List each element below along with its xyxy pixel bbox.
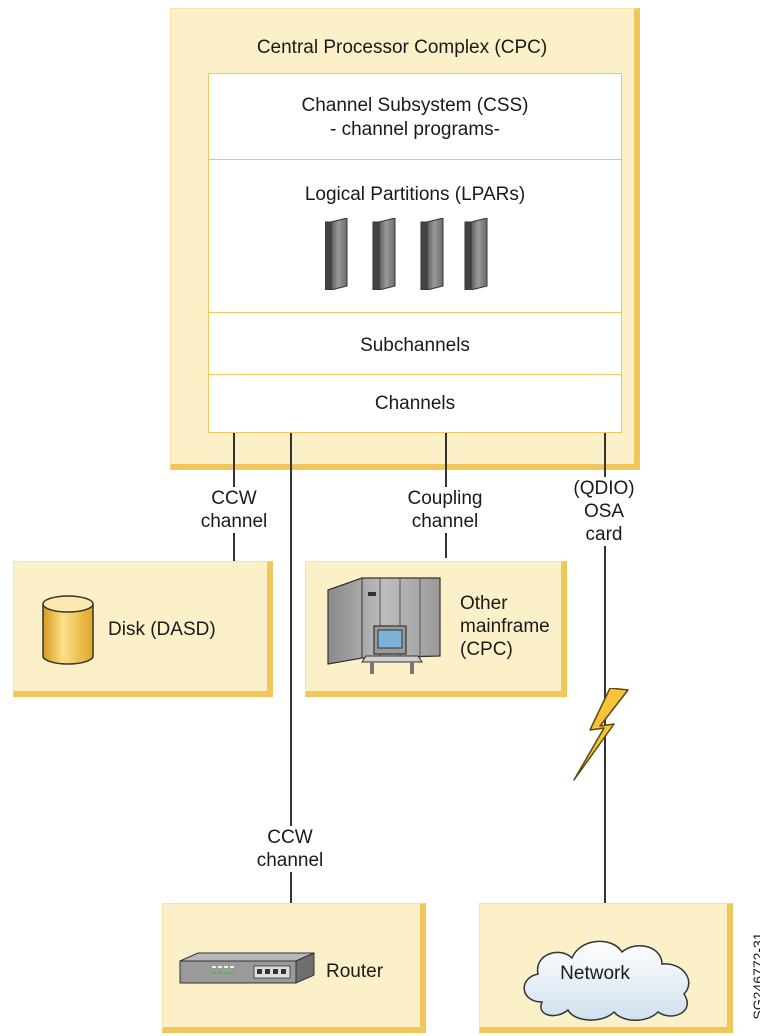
- lpar-icon: [420, 218, 444, 290]
- divider: [209, 312, 621, 313]
- ccw-label-line2: channel: [256, 850, 324, 871]
- ccw-channel-label-bottom: CCW channel: [246, 826, 334, 872]
- ccw-label-line2: channel: [200, 511, 268, 532]
- mainframe-label-line3: (CPC): [460, 639, 513, 660]
- osa-card-label: (QDIO) OSA card: [556, 477, 652, 546]
- ccw-label-line1: CCW: [211, 488, 257, 509]
- divider: [209, 159, 621, 160]
- coupling-channel-label: Coupling channel: [393, 487, 497, 533]
- coupling-label-line1: Coupling: [407, 488, 483, 509]
- disk-label: Disk (DASD): [108, 619, 216, 640]
- mainframe-label: Other mainframe (CPC): [460, 592, 560, 661]
- lightning-icon: [573, 688, 629, 781]
- ccw-label-line1: CCW: [267, 827, 313, 848]
- channels-label: Channels: [374, 393, 456, 414]
- router-label: Router: [326, 961, 384, 982]
- lpar-icon: [464, 218, 488, 290]
- figure-id: SG246772-31: [750, 932, 760, 1020]
- ccw-connector-router: [290, 433, 292, 905]
- subchannels-label: Subchannels: [360, 335, 470, 356]
- mainframe-label-line1: Other: [460, 593, 508, 614]
- css-label-line1: Channel Subsystem (CSS): [301, 95, 529, 116]
- cpc-title: Central Processor Complex (CPC): [256, 37, 548, 58]
- disk-icon: [42, 595, 94, 665]
- osa-label-line3: card: [585, 524, 623, 545]
- ccw-channel-label-top: CCW channel: [190, 487, 278, 533]
- network-label: Network: [560, 963, 630, 984]
- cloud-icon: [523, 940, 690, 1021]
- cpc-inner-panel: [208, 73, 622, 433]
- css-label-line2: - channel programs-: [329, 119, 501, 140]
- mainframe-icon: [327, 577, 441, 674]
- coupling-label-line2: channel: [411, 511, 479, 532]
- osa-label-line1: (QDIO): [573, 478, 635, 499]
- mainframe-label-line2: mainframe: [460, 616, 550, 637]
- lpar-icon: [372, 218, 396, 290]
- osa-connector: [604, 433, 606, 905]
- router-icon: [179, 952, 315, 984]
- lpar-icons: [325, 218, 488, 290]
- lpars-label: Logical Partitions (LPARs): [304, 184, 526, 205]
- osa-label-line2: OSA: [583, 501, 625, 522]
- divider: [209, 374, 621, 375]
- lpar-icon: [325, 218, 348, 290]
